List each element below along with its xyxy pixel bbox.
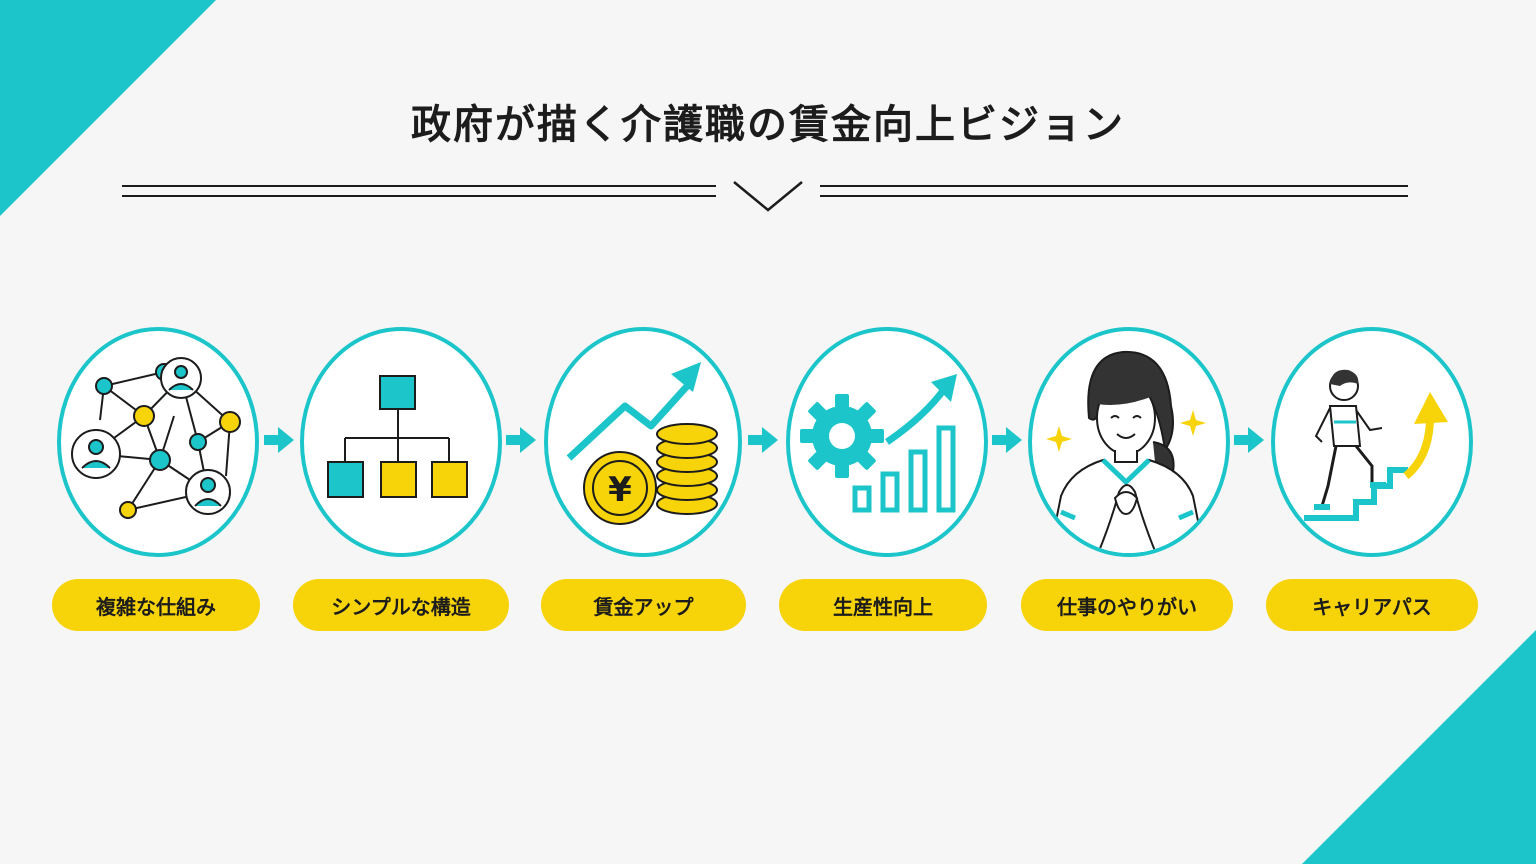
- top-left-corner-triangle: [0, 0, 216, 216]
- title-divider: [122, 181, 1408, 212]
- step-6-label: キャリアパス: [1266, 579, 1478, 631]
- step-2-label: シンプルな構造: [293, 579, 509, 631]
- hierarchy-chart-icon: [327, 375, 468, 498]
- flow-arrow-5: [1234, 427, 1264, 453]
- step-3-circle: ¥: [544, 327, 742, 557]
- sparkle-icon: [1046, 410, 1206, 452]
- network-people-icon: [71, 357, 241, 519]
- flow-arrow-3: [748, 427, 778, 453]
- page-title: 政府が描く介護職の賃金向上ビジョン: [411, 102, 1125, 148]
- step-5-label: 仕事のやりがい: [1021, 579, 1233, 631]
- yen-coins-growth-icon: ¥: [566, 362, 718, 525]
- flow-arrow-2: [506, 427, 536, 453]
- flow-arrow-1: [264, 427, 294, 453]
- step-4-label: 生産性向上: [779, 579, 987, 631]
- step-4-circle: [786, 327, 988, 557]
- step-3-label: 賃金アップ: [541, 579, 746, 631]
- bottom-right-corner-triangle: [1302, 630, 1536, 864]
- svg-text:¥: ¥: [608, 470, 632, 510]
- step-1-label: 複雑な仕組み: [52, 579, 260, 631]
- flow-arrow-4: [992, 427, 1022, 453]
- step-1-circle: [57, 327, 259, 557]
- step-6-circle: [1271, 327, 1473, 557]
- step-5-circle: [1028, 327, 1230, 557]
- smiling-caregiver-icon: [1045, 350, 1209, 553]
- person-climbing-stairs-icon: [1304, 369, 1448, 521]
- gear-bar-chart-icon: [800, 374, 957, 513]
- step-2-circle: [300, 327, 502, 557]
